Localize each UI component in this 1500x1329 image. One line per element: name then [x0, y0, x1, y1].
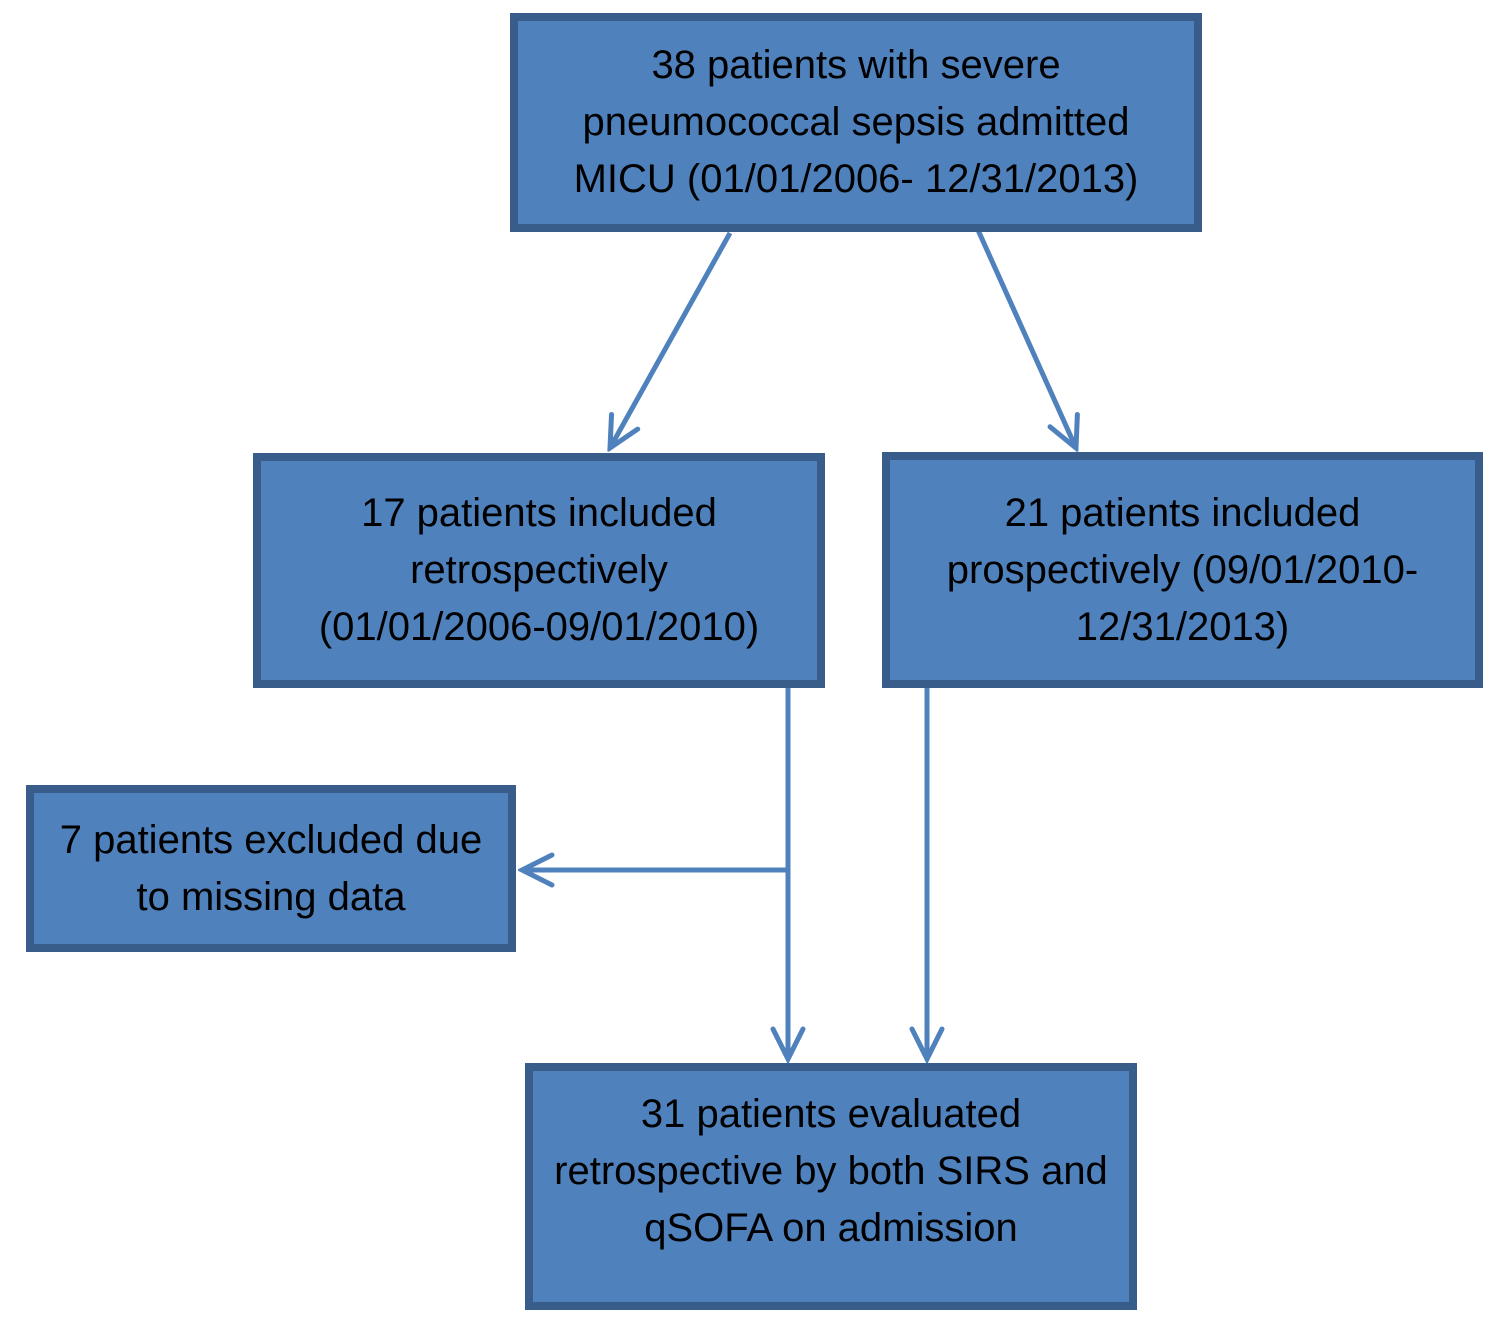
node-prospective-patients: 21 patients included prospectively (09/0…	[882, 452, 1483, 688]
node-text-line: to missing data	[136, 874, 406, 919]
node-text-line: retrospective by both SIRS and	[554, 1149, 1108, 1193]
node-text-line: retrospectively	[410, 548, 668, 592]
node-text-line: 7 patients excluded due	[59, 817, 483, 862]
node-text-line: pneumococcal sepsis admitted	[582, 100, 1130, 144]
node-text-line: MICU (01/01/2006- 12/31/2013)	[573, 157, 1139, 201]
node-retrospective-patients: 17 patients included retrospectively (01…	[253, 453, 825, 688]
node-text-line: prospectively (09/01/2010-	[946, 547, 1419, 592]
node-text-line: 12/31/2013)	[1075, 604, 1290, 649]
node-evaluated-patients: 31 patients evaluated retrospective by b…	[525, 1063, 1137, 1310]
node-text-line: 21 patients included	[1004, 490, 1361, 535]
node-text-line: 38 patients with severe	[651, 43, 1061, 87]
arrow-total-to-prospective	[975, 228, 1076, 448]
node-text-line: qSOFA on admission	[644, 1206, 1018, 1250]
node-text-line: (01/01/2006-09/01/2010)	[318, 605, 760, 649]
node-total-patients: 38 patients with severe pneumococcal sep…	[510, 13, 1202, 232]
node-text-line: 31 patients evaluated	[640, 1092, 1022, 1136]
arrow-total-to-retrospective	[610, 231, 733, 448]
node-excluded-patients: 7 patients excluded due to missing data	[26, 785, 516, 952]
node-text-line: 17 patients included	[361, 491, 717, 535]
